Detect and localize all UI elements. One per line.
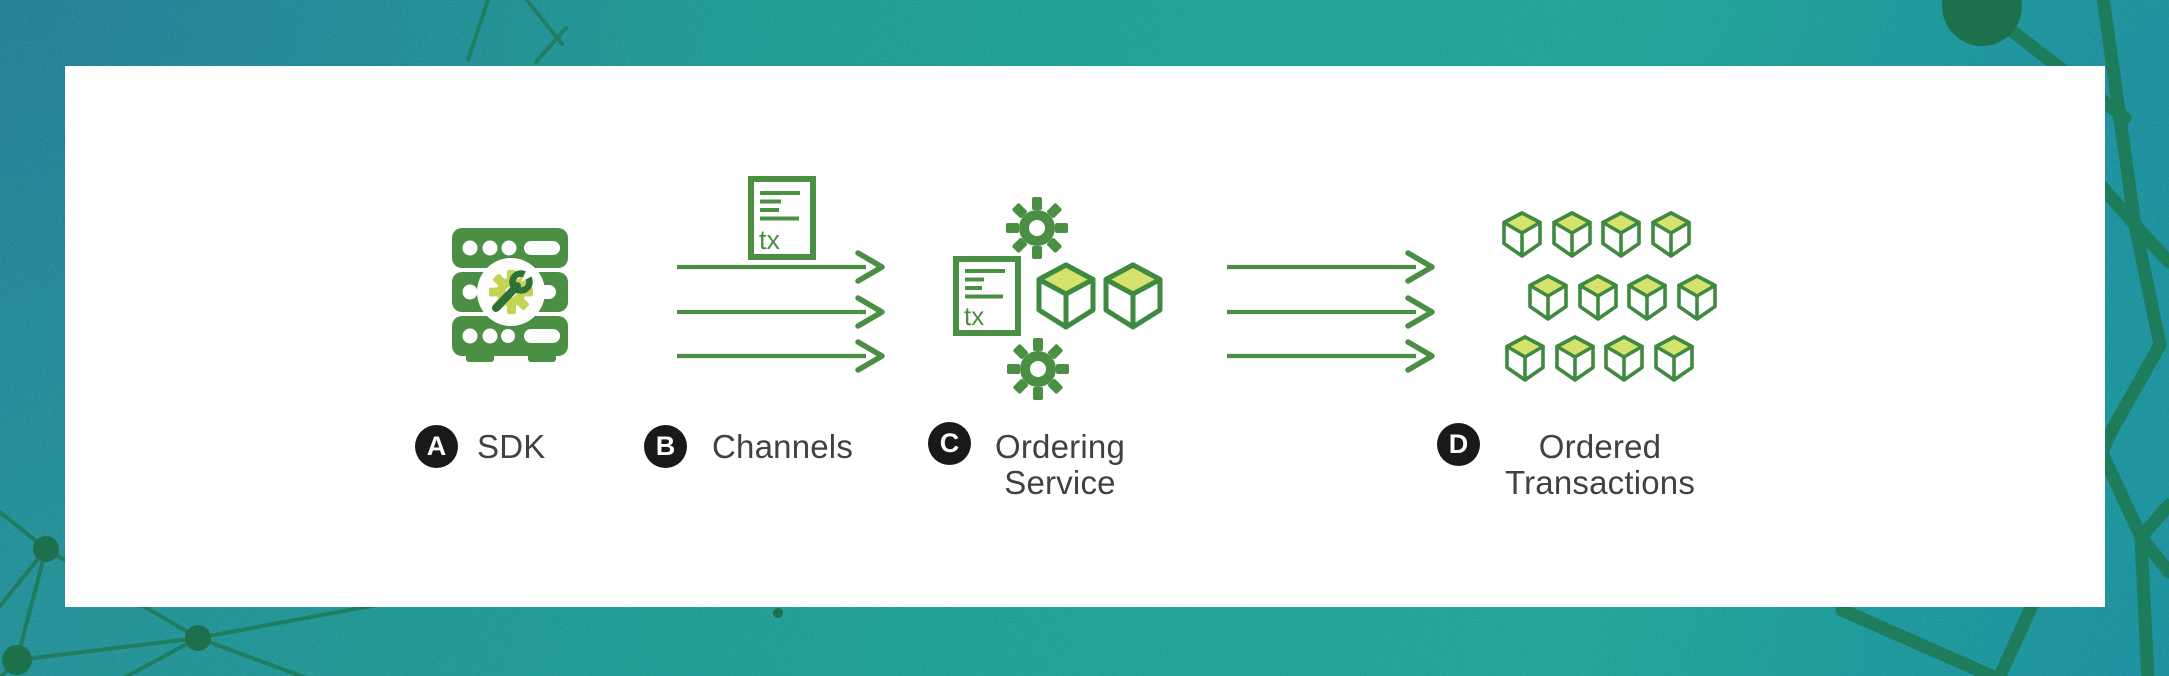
block-cube-icon	[1502, 211, 1542, 258]
block-cube-icon	[1601, 211, 1642, 258]
step-badge-d: D	[1437, 423, 1480, 466]
gear-icon	[1007, 338, 1069, 400]
network-lines-top-left	[466, 0, 568, 64]
block-cube-icon	[1551, 211, 1592, 258]
wrench-icon	[492, 264, 538, 312]
step-badge-b: B	[644, 425, 687, 468]
gear-icon	[1006, 197, 1068, 259]
ordered-transactions-cubes	[1501, 211, 1731, 391]
tx-text: tx	[759, 225, 781, 255]
network-node-top-right	[1942, 0, 2022, 46]
block-cube-icon	[1651, 211, 1691, 258]
arrow-right-icon	[1227, 250, 1435, 284]
badge-letter: B	[655, 431, 676, 461]
block-cube-icon	[1103, 262, 1163, 330]
block-cube-icon	[1627, 274, 1668, 321]
diagram-panel	[65, 66, 2105, 607]
server-sdk-icon	[452, 228, 568, 362]
step-badge-a: A	[415, 425, 458, 468]
badge-letter: A	[426, 431, 447, 461]
tx-document-icon: tx	[748, 176, 816, 260]
step-label-ordered-transactions: Ordered Transactions	[1504, 428, 1696, 501]
arrow-right-icon	[677, 250, 885, 284]
block-cube-icon	[1654, 335, 1694, 382]
step-label-sdk: SDK	[477, 428, 546, 465]
block-cube-icon	[1528, 274, 1568, 321]
badge-letter: C	[939, 428, 960, 458]
step-label-ordering-service: Ordering Service	[995, 428, 1125, 501]
block-cube-icon	[1554, 335, 1595, 382]
arrow-right-icon	[677, 295, 885, 329]
block-cube-icon	[1505, 335, 1545, 382]
badge-letter: D	[1448, 429, 1469, 459]
block-cube-icon	[1036, 262, 1096, 330]
step-badge-c: C	[928, 422, 971, 465]
tx-text: tx	[964, 301, 984, 331]
arrow-right-icon	[1227, 295, 1435, 329]
step-label-channels: Channels	[712, 428, 854, 465]
block-cube-icon	[1604, 335, 1645, 382]
network-nodes-bottom-left	[2, 536, 783, 675]
block-cube-icon	[1677, 274, 1717, 321]
arrow-right-icon	[1227, 339, 1435, 373]
arrow-right-icon	[677, 339, 885, 373]
block-cube-icon	[1577, 274, 1618, 321]
tx-document-icon: tx	[953, 256, 1021, 336]
